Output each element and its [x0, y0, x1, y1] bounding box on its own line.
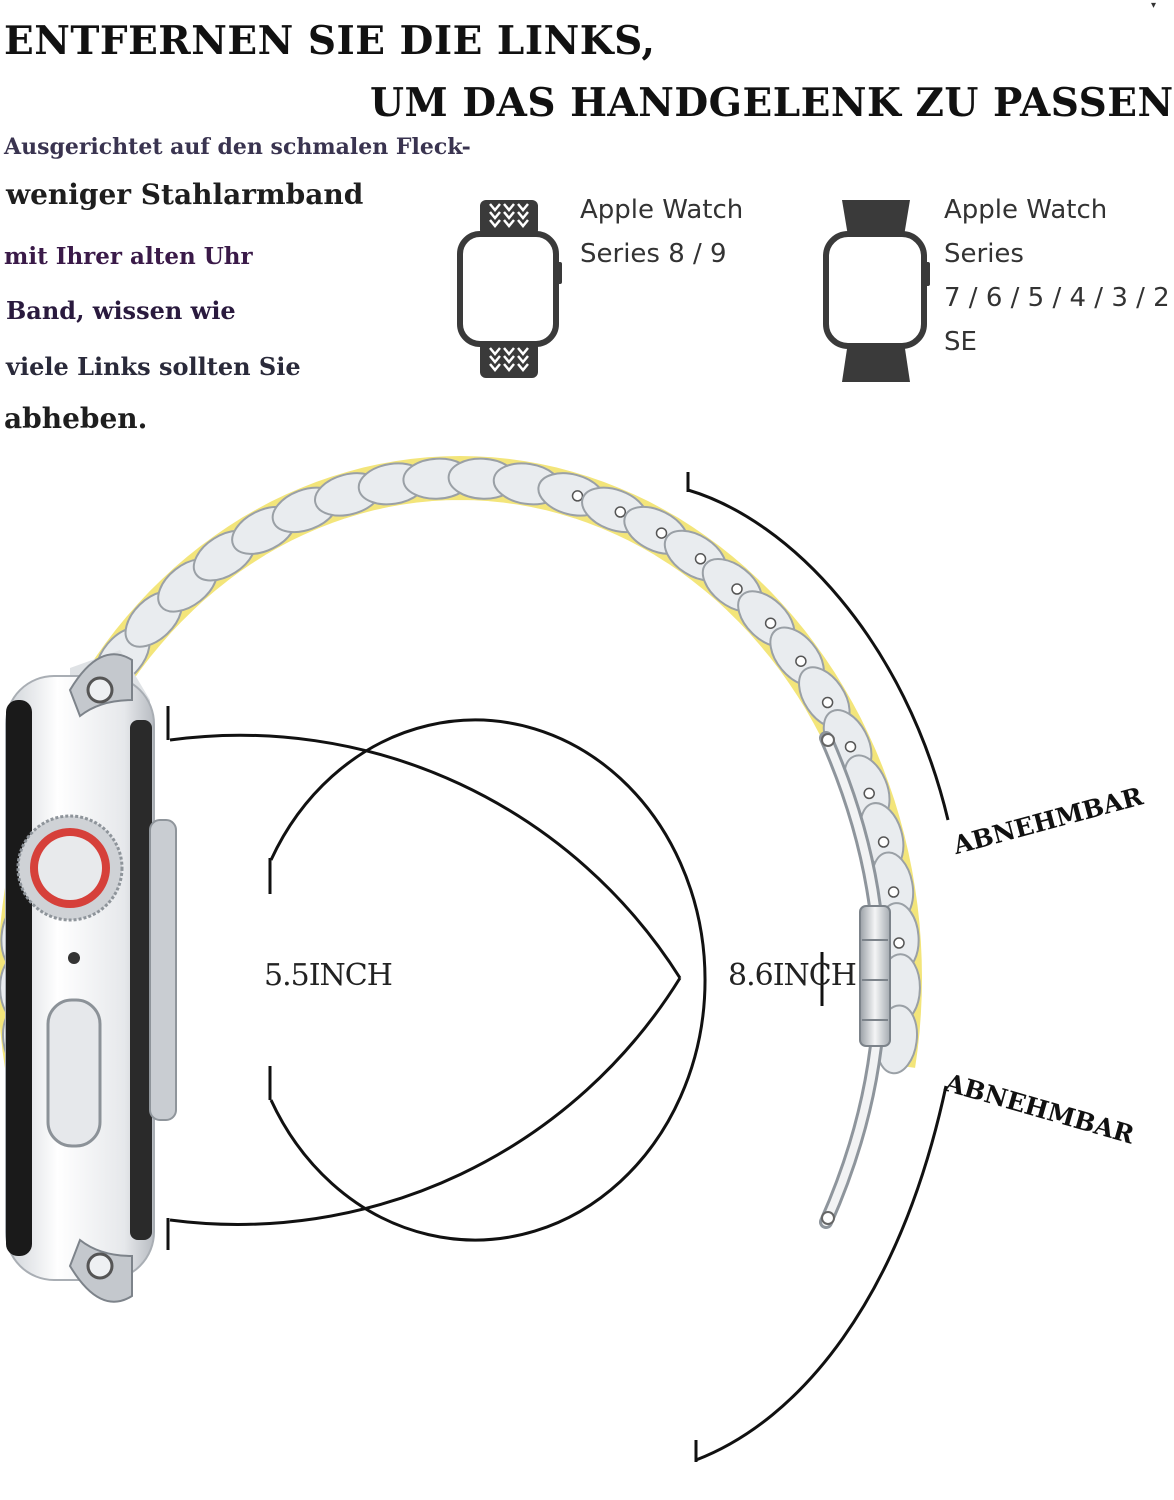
watch-case: [5, 650, 177, 1303]
description-line-1: Ausgerichtet auf den schmalen Fleck-: [4, 134, 471, 160]
link-pin-hole: [821, 696, 834, 709]
butterfly-clasp: [819, 731, 891, 1229]
compat-old-line-1: Apple Watch: [944, 195, 1108, 225]
description-line-2: weniger Stahlarmband: [6, 178, 364, 211]
compat-new-line-1: Apple Watch: [580, 195, 744, 225]
microphone-hole: [68, 952, 80, 964]
compat-new-line-2: Series 8 / 9: [580, 239, 727, 269]
link-pin-hole: [694, 553, 707, 565]
link-pin-hole: [764, 617, 777, 629]
braided-band-watch-icon: [457, 200, 562, 378]
inner-measure-label: 5.5INCH: [264, 958, 393, 993]
description-line-3: mit Ihrer alten Uhr: [4, 243, 253, 270]
compat-old-line-3: 7 / 6 / 5 / 4 / 3 / 2: [944, 283, 1170, 313]
inner-circle-arc: [269, 718, 707, 1242]
link-pin-hole: [893, 937, 905, 949]
removable-bracket-upper: [687, 488, 950, 821]
link-pin-hole: [571, 490, 584, 502]
link-pin-hole: [614, 506, 627, 518]
link-pin-hole: [887, 886, 900, 898]
sport-band-watch-icon: [823, 200, 930, 382]
link-pin-hole: [863, 787, 875, 800]
link-pin-hole: [877, 836, 890, 848]
description-line-4: Band, wissen wie: [6, 296, 236, 325]
link-pin-hole: [731, 583, 743, 595]
link-pin-hole: [795, 655, 807, 667]
outer-arc-lower: [169, 977, 682, 1226]
outer-measure-label: 8.6INCH: [728, 958, 857, 993]
description-line-6: abheben.: [4, 402, 148, 435]
steel-band-illustration: [0, 455, 950, 1462]
removable-bracket-lower: [695, 1085, 948, 1462]
heading-line-1: ENTFERNEN SIE DIE LINKS,: [4, 18, 656, 64]
side-button: [46, 998, 102, 1148]
description-line-5: viele Links sollten Sie: [6, 352, 301, 381]
compat-old-line-4: SE: [944, 327, 977, 357]
heading-line-2: UM DAS HANDGELENK ZU PASSEN: [370, 80, 1174, 126]
corner-mark-icon: ▾: [1150, 0, 1156, 11]
compat-old-line-2: Series: [944, 239, 1024, 269]
link-pin-hole: [655, 527, 668, 539]
outer-arc-upper: [169, 733, 682, 979]
link-pin-hole: [844, 740, 857, 753]
